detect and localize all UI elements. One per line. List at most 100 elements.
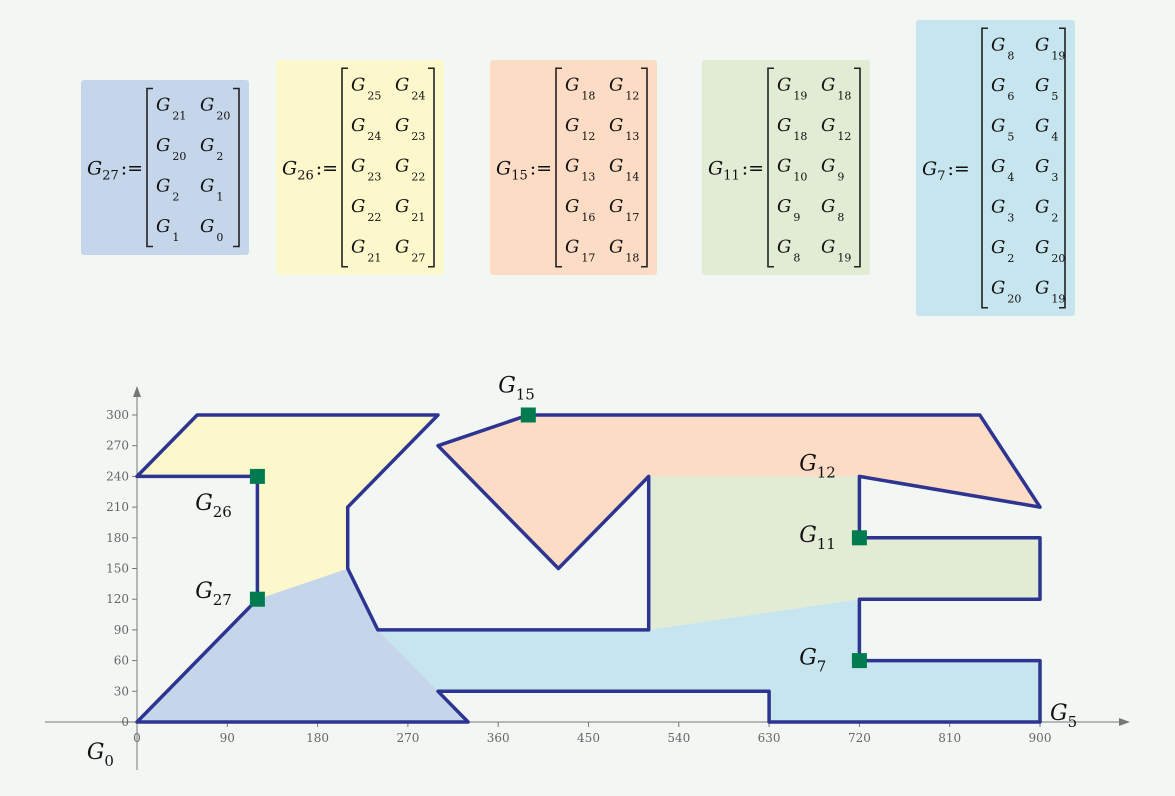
matrix-cell: G18	[565, 74, 595, 102]
matrix-name: G15:=	[496, 158, 552, 184]
y-tick-label: 240	[106, 469, 129, 483]
matrix-cell: G25	[351, 74, 381, 102]
matrix-cell: G17	[565, 236, 595, 264]
x-tick-label: 450	[577, 731, 600, 745]
region-fills	[137, 415, 1040, 722]
x-axis-arrow	[1119, 718, 1130, 726]
matrix-bracket-right	[854, 67, 861, 268]
x-tick-label: 90	[220, 731, 235, 745]
matrix-bracket-left	[555, 67, 562, 268]
matrix-cell: G9	[777, 196, 800, 224]
node-marker	[520, 407, 536, 423]
matrix-cell: G23	[351, 155, 381, 183]
matrix-bracket-left	[146, 87, 153, 248]
node-markers	[249, 407, 867, 669]
matrix-cell: G12	[609, 74, 639, 102]
y-tick-label: 300	[106, 408, 129, 422]
matrix-cell: G2	[991, 237, 1014, 265]
node-label: G11	[799, 523, 836, 553]
matrix-cell: G0	[200, 216, 223, 244]
matrix-cell: G4	[991, 156, 1014, 184]
y-tick-label: 0	[121, 715, 129, 729]
matrix-cell: G13	[565, 155, 595, 183]
matrix-cell: G10	[777, 155, 807, 183]
node-label: G27	[195, 579, 232, 609]
matrix-definitions: G27:=G21G20G20G2G2G1G1G0G26:=G25G24G24G2…	[81, 20, 1075, 316]
y-tick-label: 30	[114, 684, 129, 698]
matrix-cell: G2	[1035, 196, 1058, 224]
matrix-cell: G21	[395, 196, 425, 224]
matrix-bracket-left	[981, 27, 988, 309]
matrix-cell: G12	[565, 115, 595, 143]
matrix-cell: G23	[395, 115, 425, 143]
y-tick-label: 90	[114, 623, 129, 637]
matrix-bracket-left	[341, 67, 348, 268]
matrix-cell: G2	[156, 176, 179, 204]
matrix-cell: G16	[565, 196, 595, 224]
matrix-bracket-right	[233, 87, 240, 248]
y-tick-label: 60	[114, 654, 129, 668]
x-tick-label: 180	[306, 731, 329, 745]
matrix-cell: G8	[821, 196, 844, 224]
matrix-cell: G20	[156, 135, 186, 163]
node-label: G15	[498, 373, 535, 403]
matrix-box	[916, 20, 1075, 316]
node-label: G7	[799, 646, 826, 676]
x-tick-label: 540	[667, 731, 690, 745]
x-tick-label: 630	[758, 731, 781, 745]
y-tick-label: 210	[106, 500, 129, 514]
matrix-cell: G22	[351, 196, 381, 224]
matrix-cell: G19	[1035, 277, 1065, 305]
matrix-cell: G20	[200, 95, 230, 123]
matrix-cell: G8	[777, 236, 800, 264]
matrix-bracket-right	[641, 67, 648, 268]
matrix-cell: G3	[1035, 156, 1058, 184]
matrix-cell: G14	[609, 155, 639, 183]
x-tick-label: 360	[487, 731, 510, 745]
y-tick-label: 150	[106, 562, 129, 576]
node-label: G5	[1050, 701, 1077, 731]
matrix-name: G11:=	[708, 158, 764, 184]
node-label: G12	[799, 451, 836, 481]
y-tick-label: 270	[106, 439, 129, 453]
matrix-cell: G20	[991, 277, 1021, 305]
matrix-cell: G24	[351, 115, 381, 143]
polygon-outline	[135, 413, 1042, 724]
matrix-bracket-right	[1059, 27, 1066, 309]
node-label: G26	[195, 491, 232, 521]
region-g26	[137, 415, 438, 600]
matrix-cell: G2	[200, 135, 223, 163]
node-marker	[249, 468, 265, 484]
matrix-cell: G27	[395, 236, 425, 264]
matrix-cell: G18	[609, 236, 639, 264]
matrix-box	[81, 80, 249, 255]
matrix-name: G27:=	[87, 158, 143, 184]
matrix-box	[276, 60, 444, 275]
matrix-cell: G21	[351, 236, 381, 264]
matrix-box	[490, 60, 657, 275]
matrix-cell: G1	[156, 216, 179, 244]
matrix-cell: G1	[200, 176, 223, 204]
matrix-cell: G6	[991, 75, 1014, 103]
x-tick-label: 810	[938, 731, 961, 745]
matrix-name: G26:=	[282, 158, 338, 184]
x-tick-label: 900	[1029, 731, 1052, 745]
node-marker	[851, 653, 867, 669]
y-axis-arrow	[133, 386, 141, 397]
matrix-cell: G5	[991, 115, 1014, 143]
matrix-cell: G19	[1035, 34, 1065, 62]
x-tick-label: 0	[133, 731, 141, 745]
matrix-cell: G17	[609, 196, 639, 224]
matrix-cell: G19	[777, 74, 807, 102]
matrix-bracket-right	[428, 67, 435, 268]
matrix-cell: G5	[1035, 75, 1058, 103]
matrix-bracket-left	[767, 67, 774, 268]
